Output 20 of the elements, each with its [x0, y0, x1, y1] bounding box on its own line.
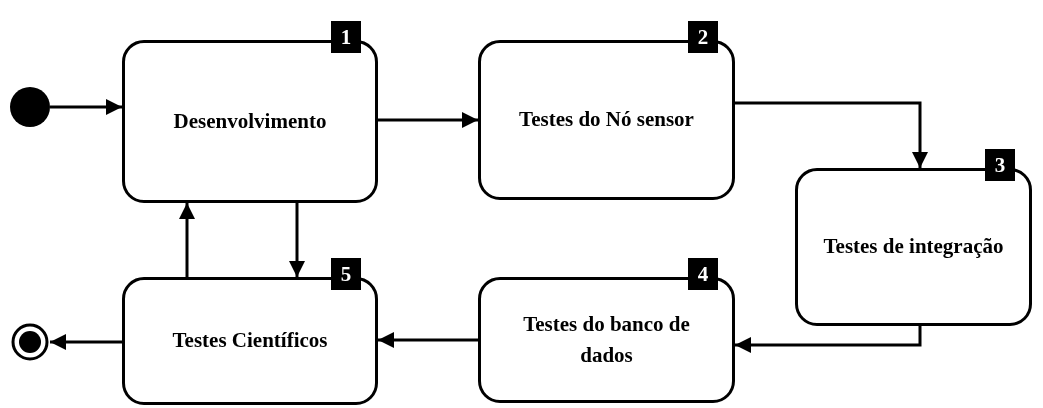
arrow — [735, 326, 922, 353]
activity-label: Testes do banco de dados — [522, 310, 691, 369]
arrow — [179, 203, 195, 277]
activity-label: Testes do Nó sensor — [519, 106, 694, 134]
step-number: 5 — [331, 258, 361, 290]
step-number: 3 — [985, 149, 1015, 181]
start-node — [10, 87, 50, 127]
activity-label: Desenvolvimento — [173, 107, 327, 135]
activity-label: Testes de integração — [823, 233, 1004, 261]
step-number: 1 — [331, 21, 361, 53]
arrow — [50, 99, 122, 115]
arrow — [378, 332, 478, 348]
arrow — [289, 203, 305, 277]
arrow — [735, 101, 928, 168]
activity-label: Testes Científicos — [172, 327, 328, 355]
arrow — [378, 112, 478, 128]
end-node — [10, 322, 50, 362]
arrow — [50, 334, 122, 350]
step-number: 2 — [688, 21, 718, 53]
step-number: 4 — [688, 258, 718, 290]
